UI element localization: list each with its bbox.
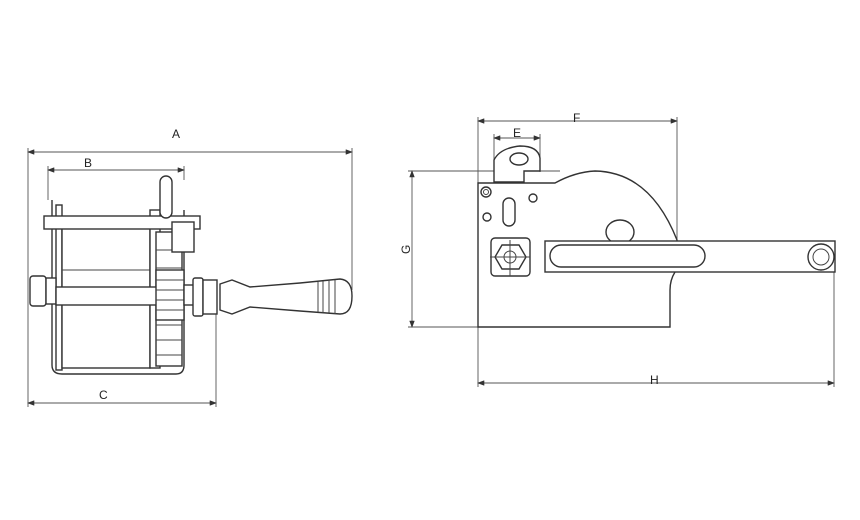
dimension-a-label: A bbox=[172, 127, 180, 141]
winch-side-plate bbox=[477, 145, 678, 328]
dimension-c-label: C bbox=[99, 388, 108, 402]
dimension-h-label: H bbox=[650, 373, 659, 387]
crank-handle bbox=[219, 278, 353, 315]
front-view: A B C bbox=[27, 127, 353, 407]
dimension-g-label: G bbox=[399, 245, 413, 254]
dimension-e-label: E bbox=[513, 126, 521, 140]
dimension-b-label: B bbox=[84, 156, 92, 170]
dimension-f-label: F bbox=[573, 111, 580, 125]
side-view: F E G H bbox=[399, 111, 836, 387]
ratchet-lever bbox=[490, 237, 836, 277]
winch-front-body bbox=[29, 175, 218, 375]
